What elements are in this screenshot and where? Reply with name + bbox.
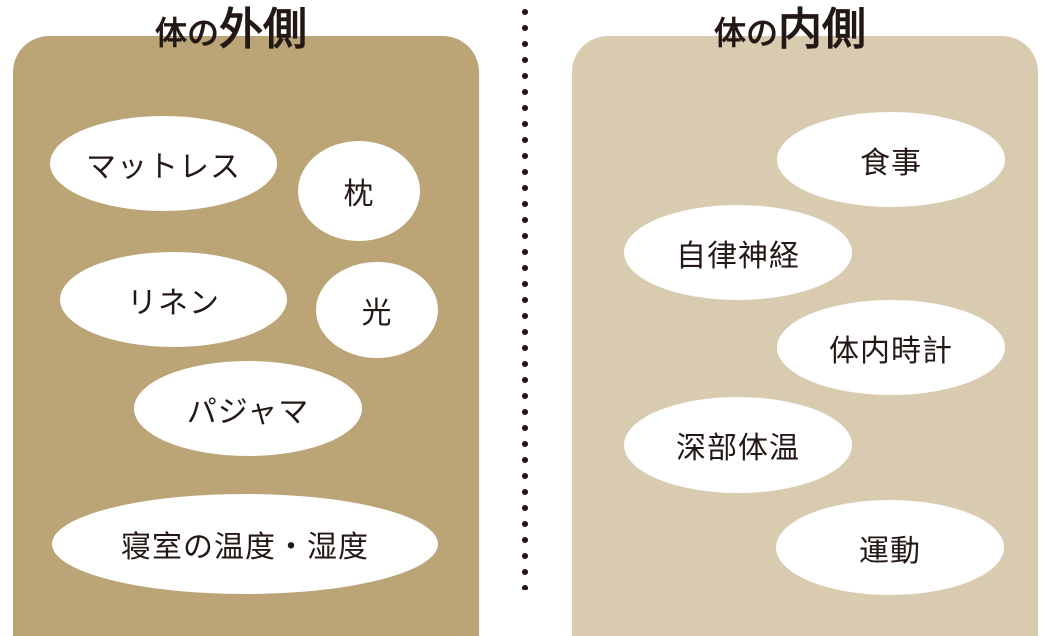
outer-item-pillow: 枕	[298, 141, 420, 241]
inner-item-label: 体内時計	[829, 333, 953, 369]
inner-item-autonomic-nerves: 自律神経	[624, 205, 852, 300]
inner-item-exercise: 運動	[776, 500, 1004, 595]
inner-title: 体の内側	[714, 8, 866, 52]
outer-item-mattress: マットレス	[50, 116, 277, 211]
outer-item-bedroom-temp-humidity: 寝室の温度・湿度	[52, 494, 438, 594]
inner-item-label: 自律神経	[676, 238, 800, 274]
inner-title-main: 内側	[778, 4, 867, 55]
outer-item-label: リネン	[127, 285, 220, 321]
inner-item-meal: 食事	[777, 112, 1005, 207]
inner-item-core-temperature: 深部体温	[624, 397, 852, 493]
outer-title-prefix: 体の	[155, 14, 220, 52]
dotted-divider	[522, 4, 528, 590]
inner-item-body-clock: 体内時計	[777, 300, 1005, 395]
inner-item-label: 運動	[859, 533, 921, 569]
outer-item-light: 光	[316, 262, 438, 358]
inner-title-prefix: 体の	[714, 14, 779, 52]
outer-item-label: パジャマ	[186, 394, 310, 430]
outer-item-label: マットレス	[86, 149, 241, 185]
outer-item-linen: リネン	[60, 252, 287, 347]
inner-item-label: 食事	[860, 145, 922, 181]
outer-title: 体の外側	[155, 8, 307, 52]
outer-title-main: 外側	[219, 4, 308, 55]
outer-item-pajama: パジャマ	[134, 361, 362, 456]
outer-item-label: 光	[361, 296, 393, 331]
inner-item-label: 深部体温	[676, 431, 800, 466]
outer-item-label: 寝室の温度・湿度	[121, 530, 369, 565]
outer-item-label: 枕	[343, 177, 375, 212]
